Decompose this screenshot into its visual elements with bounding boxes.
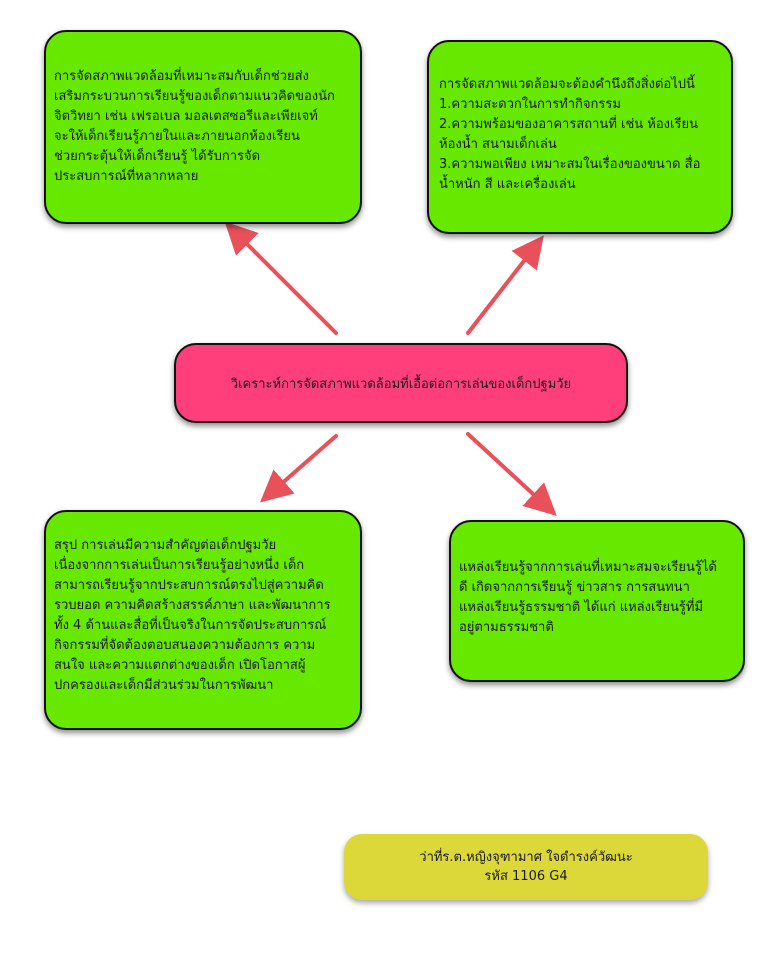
bottom-left-line: กิจกรรมที่จัดต้องตอบสนองความต้องการ ความ xyxy=(54,638,316,653)
top-right-line: การจัดสภาพแวดล้อมจะต้องคำนึงถึงสิ่งต่อไป… xyxy=(439,77,695,92)
top-left-line: การจัดสภาพแวดล้อมที่เหมาะสมกับเด็กช่วยส่… xyxy=(54,69,309,84)
center-topic-text: วิเคราะห์การจัดสภาพแวดล้อมที่เอื้อต่อการ… xyxy=(230,376,572,392)
bottom-right-line: อยู่ตามธรรมชาติ xyxy=(459,620,554,635)
bottom-right-line: แหล่งเรียนรู้จากการเล่นที่เหมาะสมจะเรียน… xyxy=(459,560,717,575)
bottom-right-line: แหล่งเรียนรู้ธรรมชาติ ได้แก่ แหล่งเรียนร… xyxy=(459,600,704,615)
bottom-left-box: สรุป การเล่นมีความสำคัญต่อเด็กปฐมวัย เนื… xyxy=(44,510,362,730)
top-left-line: ประสบการณ์ที่หลากหลาย xyxy=(54,169,199,184)
arrow-to-bottom-left xyxy=(259,434,338,503)
bottom-right-box: แหล่งเรียนรู้จากการเล่นที่เหมาะสมจะเรียน… xyxy=(449,520,745,682)
top-right-line: 1.ความสะดวกในการทำกิจกรรม xyxy=(439,97,621,112)
top-right-line: 2.ความพร้อมของอาคารสถานที่ เช่น ห้องเรีย… xyxy=(439,117,698,132)
bottom-left-line: สามารถเรียนรู้จากประสบการณ์ตรงไปสู่ความค… xyxy=(54,578,324,593)
arrow-to-bottom-right xyxy=(466,432,557,516)
top-left-line: ช่วยกระตุ้นให้เด็กเรียนรู้ ได้รับการจัด xyxy=(54,149,261,164)
top-left-box: การจัดสภาพแวดล้อมที่เหมาะสมกับเด็กช่วยส่… xyxy=(44,30,362,224)
author-name-box: ว่าที่ร.ต.หญิงจุฑามาศ ใจดำรงค์วัฒนะ รหัส… xyxy=(344,834,708,900)
bottom-left-line: ทั้ง 4 ด้านและสื่อที่เป็นจริงในการจัดประ… xyxy=(54,618,327,633)
bottom-left-line: สนใจ และความแตกต่างของเด็ก เปิดโอกาสผู้ xyxy=(54,658,306,673)
top-right-line: ห้องน้ำ สนามเด็กเล่น xyxy=(439,137,557,152)
arrow-to-top-right xyxy=(466,235,544,335)
author-code: รหัส 1106 G4 xyxy=(484,869,568,884)
bottom-left-line: สรุป การเล่นมีความสำคัญต่อเด็กปฐมวัย xyxy=(54,538,277,553)
center-topic-box: วิเคราะห์การจัดสภาพแวดล้อมที่เอื้อต่อการ… xyxy=(174,343,628,423)
bottom-left-line: ปกครองและเด็กมีส่วนร่วมในการพัฒนา xyxy=(54,678,274,693)
top-right-line: 3.ความพอเพียง เหมาะสมในเรื่องของขนาด สื่… xyxy=(439,157,701,172)
top-right-box: การจัดสภาพแวดล้อมจะต้องคำนึงถึงสิ่งต่อไป… xyxy=(427,40,733,234)
top-left-line: เสริมกระบวนการเรียนรู้ของเด็กตามแนวคิดขอ… xyxy=(54,89,335,104)
top-left-line: จิตวิทยา เช่น เฟรอเบล มอลเตสซอรีและเพียเ… xyxy=(54,109,318,124)
top-left-line: จะให้เด็กเรียนรู้ภายในและภายนอกห้องเรียน xyxy=(54,129,300,144)
bottom-left-line: รวบยอด ความคิดสร้างสรรค์ภาษา และพัฒนาการ xyxy=(54,598,331,613)
bottom-right-line: ดี เกิดจากการเรียนรู้ ข่าวสาร การสนทนา xyxy=(459,580,690,595)
author-name: ว่าที่ร.ต.หญิงจุฑามาศ ใจดำรงค์วัฒนะ xyxy=(419,850,633,865)
top-right-line: น้ำหนัก สี และเครื่องเล่น xyxy=(439,177,576,192)
bottom-left-line: เนื่องจากการเล่นเป็นการเรียนรู้อย่างหนึ่… xyxy=(54,558,305,573)
arrow-to-top-left xyxy=(224,221,338,335)
